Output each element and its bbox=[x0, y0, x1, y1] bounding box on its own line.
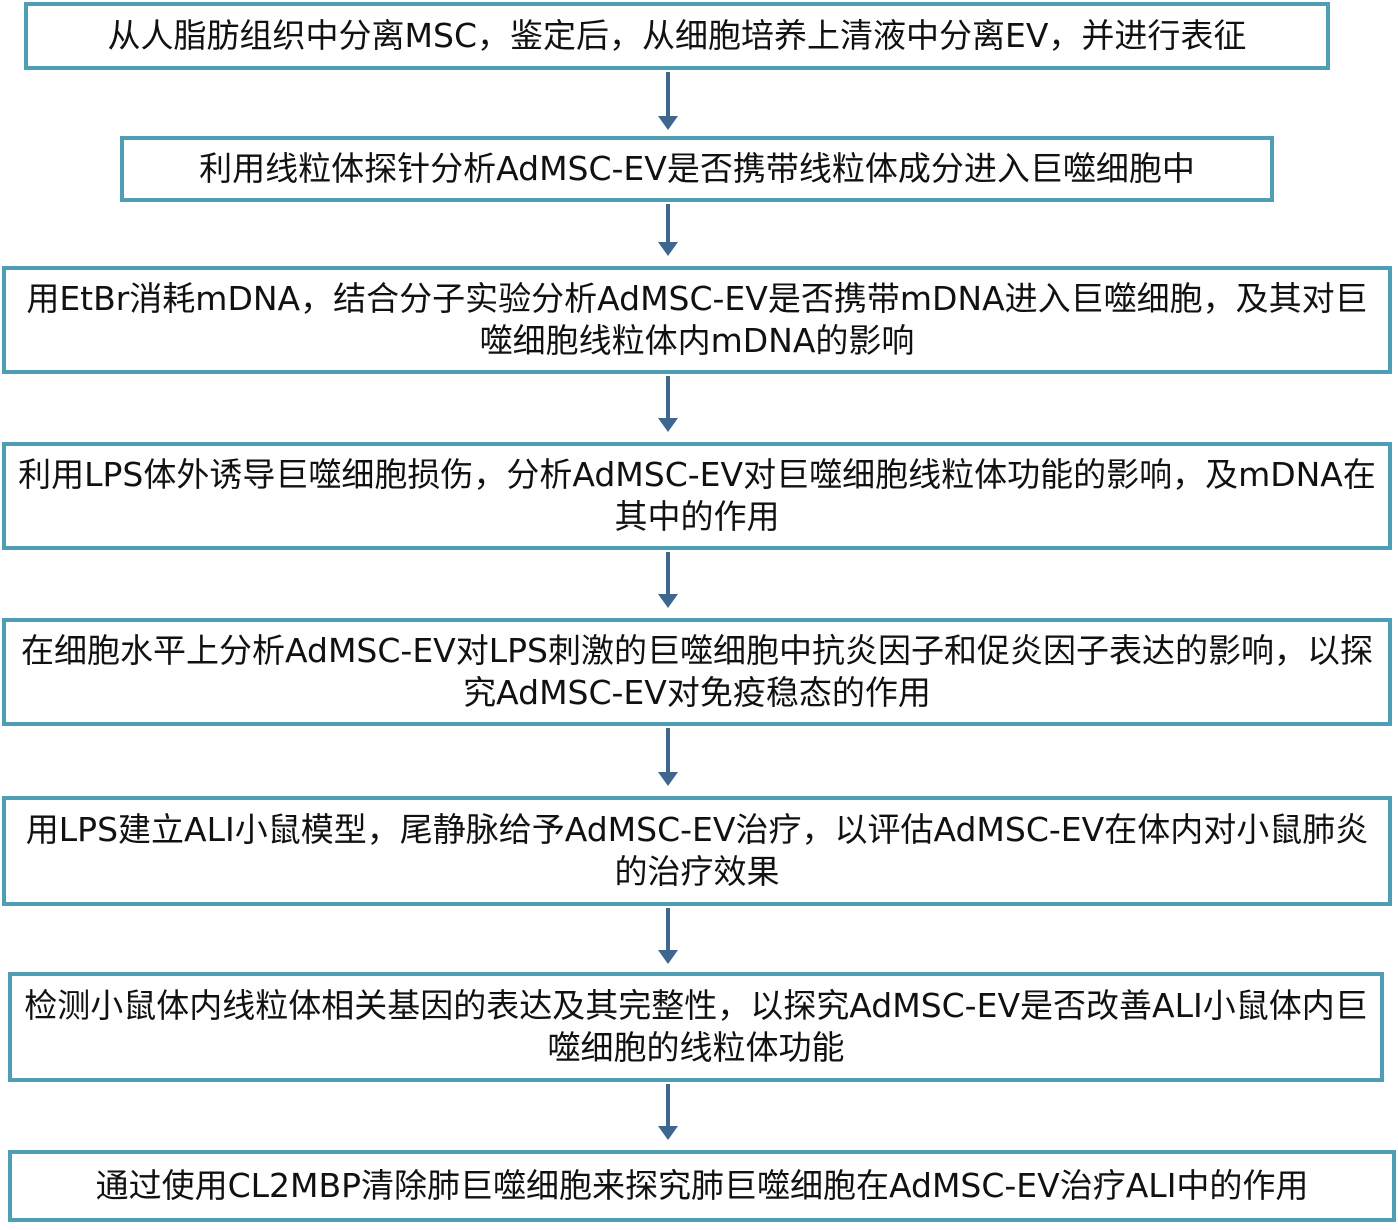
step-5-inflammatory-factors: 在细胞水平上分析AdMSC-EV对LPS刺激的巨噬细胞中抗炎因子和促炎因子表达的… bbox=[2, 618, 1392, 726]
step-8-cl2mbp-depletion: 通过使用CL2MBP清除肺巨噬细胞来探究肺巨噬细胞在AdMSC-EV治疗ALI中… bbox=[8, 1150, 1396, 1222]
step-3-etbr-mdna: 用EtBr消耗mDNA，结合分子实验分析AdMSC-EV是否携带mDNA进入巨噬… bbox=[2, 266, 1392, 374]
step-7-mito-genes: 检测小鼠体内线粒体相关基因的表达及其完整性，以探究AdMSC-EV是否改善ALI… bbox=[8, 972, 1384, 1082]
arrow-5 bbox=[658, 728, 678, 786]
arrow-1 bbox=[658, 72, 678, 130]
arrow-4 bbox=[658, 552, 678, 608]
step-4-lps-injury: 利用LPS体外诱导巨噬细胞损伤，分析AdMSC-EV对巨噬细胞线粒体功能的影响，… bbox=[2, 442, 1392, 550]
arrow-2 bbox=[658, 204, 678, 256]
arrow-3 bbox=[658, 376, 678, 432]
step-2-mito-probe: 利用线粒体探针分析AdMSC-EV是否携带线粒体成分进入巨噬细胞中 bbox=[120, 136, 1274, 202]
arrow-7 bbox=[658, 1084, 678, 1140]
arrow-6 bbox=[658, 908, 678, 964]
step-6-ali-mouse-model: 用LPS建立ALI小鼠模型，尾静脉给予AdMSC-EV治疗，以评估AdMSC-E… bbox=[2, 796, 1392, 906]
step-1-isolate-msc-ev: 从人脂肪组织中分离MSC，鉴定后，从细胞培养上清液中分离EV，并进行表征 bbox=[24, 2, 1330, 70]
